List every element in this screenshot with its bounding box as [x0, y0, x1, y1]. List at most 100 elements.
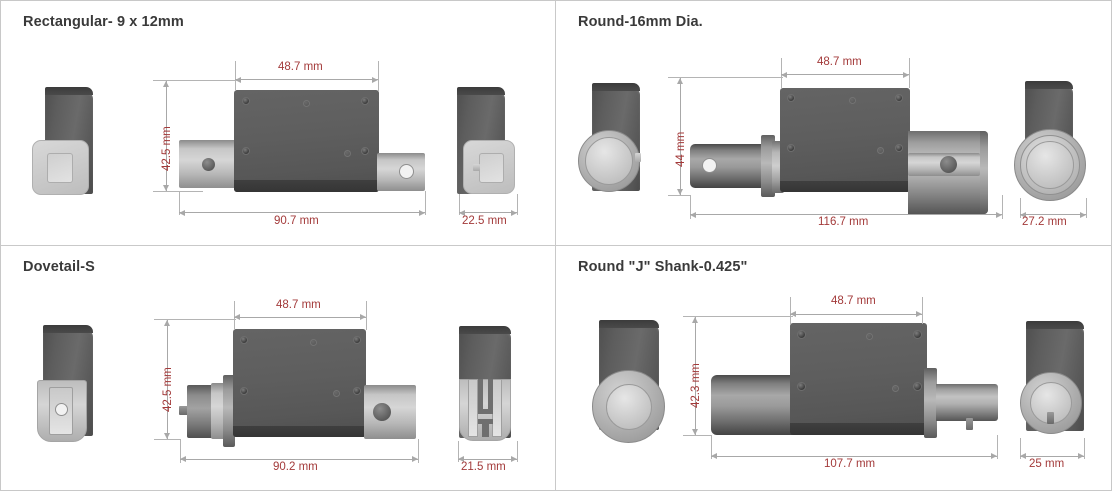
- right-shank-hole: [373, 402, 391, 421]
- dimension-label-overall-length: 116.7 mm: [818, 216, 869, 228]
- panel-round-16mm: Round-16mm Dia.: [556, 1, 1111, 246]
- left-collar: [761, 135, 775, 197]
- end-face-nub: [635, 153, 641, 162]
- panel-rectangular: Rectangular- 9 x 12mm: [1, 1, 556, 246]
- screw-bottom-center: [892, 384, 899, 392]
- housing-base: [233, 425, 366, 437]
- ext-line-l3: [459, 194, 460, 215]
- dim-rule-v: [166, 81, 167, 191]
- bracket-top-edge-right: [1026, 320, 1084, 329]
- housing-base: [790, 422, 927, 435]
- arrow-up: [163, 81, 169, 87]
- bracket-top-edge-right: [459, 325, 511, 334]
- screw-bottom-right: [895, 144, 903, 152]
- screw-top-left: [797, 329, 806, 339]
- bracket-top-edge-right: [1025, 81, 1073, 89]
- arrow-right-3: [1078, 453, 1084, 459]
- screw-top-right: [353, 335, 361, 344]
- dim-rule-3: [459, 212, 517, 213]
- arrow-right-2: [412, 456, 418, 462]
- dim-rule-2: [711, 455, 997, 457]
- screw-top-center: [849, 97, 856, 104]
- ext-line-bottom: [153, 191, 203, 192]
- arrow-left-2: [711, 453, 717, 459]
- j-shank-cylinder: [936, 383, 998, 421]
- screw-bottom-left: [797, 381, 806, 391]
- screw-bottom-center: [877, 147, 884, 154]
- end-face-inner: [585, 137, 633, 185]
- drawing-round-j-shank: 48.7 mm 42.3 mm: [556, 246, 1111, 491]
- ext-line-r2: [1002, 195, 1003, 219]
- drawing-rectangular: 48.7 mm 42.5 mm: [1, 1, 555, 245]
- right-shank-hole: [399, 164, 414, 179]
- ext-line-left: [235, 61, 236, 91]
- left-collar: [223, 374, 235, 447]
- arrow-right: [903, 71, 909, 78]
- left-dovetail-block: [187, 384, 215, 438]
- dovetail-cross-2: [478, 418, 493, 424]
- end-face-inner: [606, 383, 652, 430]
- ext-line-left: [790, 296, 791, 324]
- arrow-right-3: [511, 456, 517, 462]
- arrow-left-3: [458, 456, 464, 462]
- ext-line-top: [153, 80, 237, 81]
- dim-rule: [781, 74, 909, 75]
- bracket-top-edge: [45, 87, 93, 95]
- ext-line-l3: [1020, 198, 1021, 218]
- dimension-label-body-length: 48.7 mm: [831, 294, 876, 307]
- dovetail-gap-right: [488, 378, 493, 411]
- dovetail-rail-left: [468, 378, 478, 437]
- dim-rule-3: [458, 458, 517, 460]
- ext-line-r3: [1086, 198, 1087, 218]
- screw-top-center: [303, 100, 310, 107]
- arrow-left: [234, 314, 240, 320]
- arrow-left-3: [1020, 453, 1026, 459]
- main-housing: [234, 90, 379, 192]
- screw-top-center: [310, 338, 317, 346]
- arrow-right: [916, 311, 922, 317]
- end-face-inner-right: [1026, 141, 1074, 189]
- screw-top-left: [240, 335, 248, 344]
- dimension-label-width: 27.2 mm: [1022, 216, 1067, 228]
- screw-bottom-center: [333, 389, 340, 397]
- dimension-label-body-length: 48.7 mm: [278, 61, 323, 73]
- screw-bottom-left: [787, 144, 795, 152]
- arrow-up: [692, 316, 698, 323]
- arrow-left: [790, 311, 796, 317]
- ext-line-l2: [690, 195, 691, 219]
- arrow-left-3: [459, 209, 465, 216]
- arrow-left-2: [180, 456, 186, 462]
- arrow-down: [677, 189, 683, 195]
- arrow-up: [677, 78, 683, 84]
- shank-collar: [924, 367, 937, 438]
- dim-rule-2: [690, 214, 1002, 215]
- dim-rule-v: [167, 319, 168, 439]
- screw-top-right: [913, 329, 922, 339]
- dim-rule-v: [680, 78, 681, 195]
- dovetail-center-hole: [55, 402, 68, 416]
- dimension-label-height: 42.3 mm: [690, 362, 702, 408]
- housing-base: [780, 181, 910, 192]
- screw-bottom-center: [344, 150, 351, 157]
- ext-line-bottom: [683, 434, 711, 436]
- screw-bottom-left: [240, 386, 248, 395]
- dim-rule: [790, 313, 922, 315]
- panel-round-j-shank: Round "J" Shank-0.425": [556, 246, 1111, 491]
- dimension-label-height: 42.5 mm: [161, 126, 173, 171]
- ext-line-right: [378, 61, 379, 91]
- arrow-right-2: [996, 211, 1002, 218]
- drawing-dovetail-s: 48.7 mm 42.5 mm: [1, 246, 555, 491]
- dim-rule: [235, 79, 378, 80]
- arrow-down: [692, 428, 698, 435]
- ext-line-top: [683, 315, 793, 317]
- dovetail-gap-left: [478, 378, 483, 411]
- arrow-down: [164, 432, 170, 439]
- dimension-label-overall-length: 107.7 mm: [824, 457, 876, 470]
- dimension-label-overall-length: 90.7 mm: [274, 215, 319, 227]
- bracket-top-edge: [599, 319, 659, 328]
- arrow-right: [372, 76, 378, 83]
- arrow-right-2: [991, 453, 997, 459]
- screw-top-center: [866, 332, 873, 340]
- right-cylinder-hole: [940, 156, 957, 173]
